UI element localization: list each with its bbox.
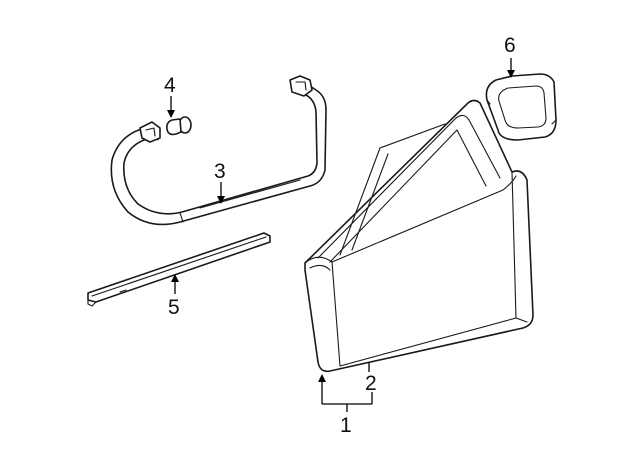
callout-2: 2 — [365, 372, 377, 395]
leader-lines — [167, 58, 515, 412]
part-3-weatherstrip[interactable] — [110, 75, 327, 226]
part-6-trim-panel[interactable] — [485, 73, 557, 141]
callout-1: 1 — [340, 414, 352, 437]
part-5-belt-molding[interactable] — [87, 232, 271, 307]
callout-4: 4 — [164, 74, 176, 97]
callout-3: 3 — [214, 160, 226, 183]
part-4-clip[interactable] — [166, 116, 192, 136]
part-2-door-shell[interactable] — [304, 99, 534, 373]
callout-6: 6 — [504, 34, 516, 57]
callout-5: 5 — [168, 296, 180, 319]
